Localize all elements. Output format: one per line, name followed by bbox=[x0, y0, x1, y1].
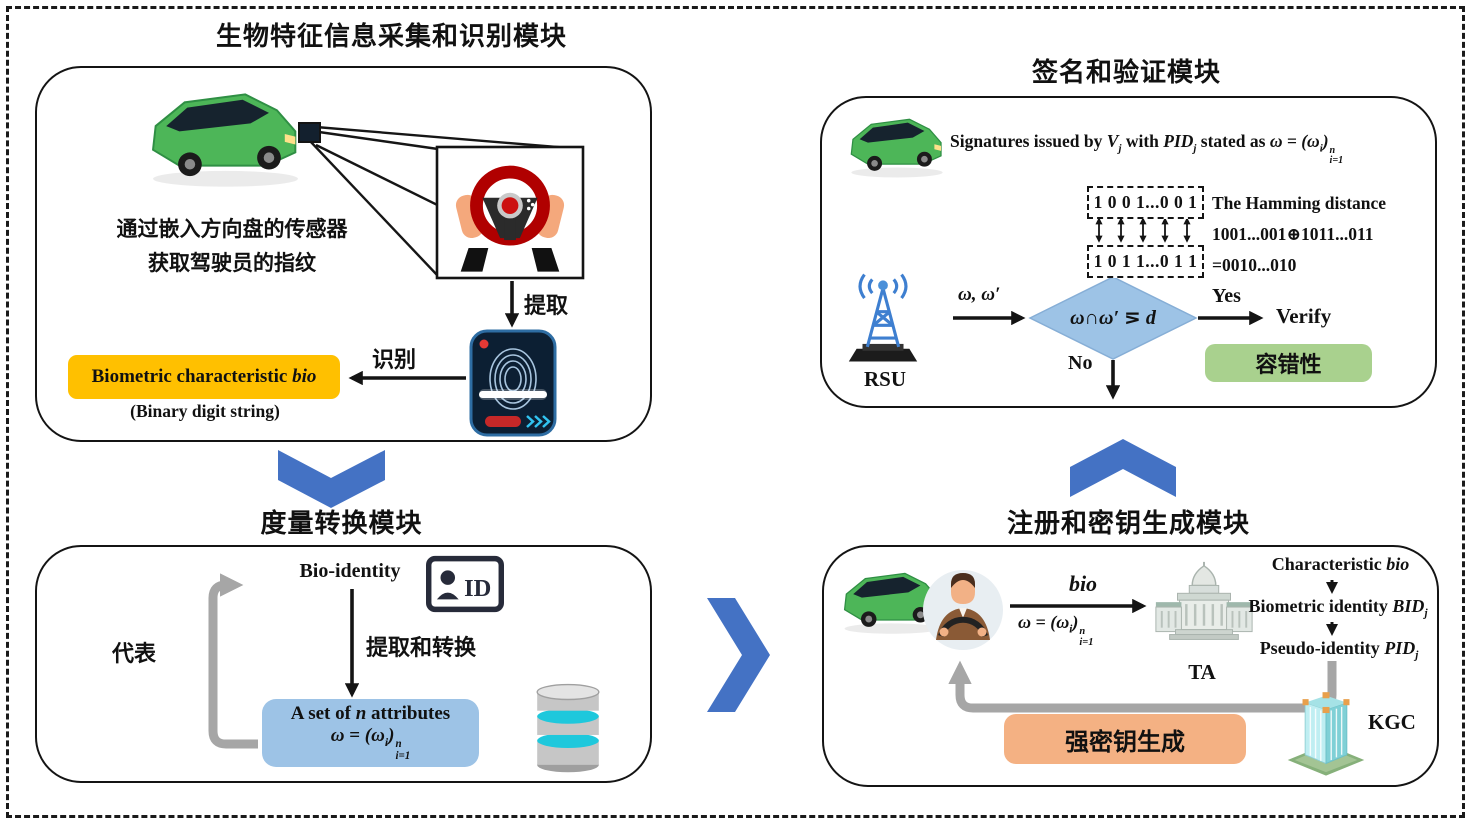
formula-lead: ω = (ω bbox=[1018, 612, 1070, 632]
attr-prefix: A set of bbox=[290, 703, 356, 725]
formula-sup-n: n bbox=[1329, 144, 1336, 156]
database-icon bbox=[536, 683, 600, 773]
formula-lead: ω = (ω bbox=[1269, 131, 1320, 151]
kgc-label: KGC bbox=[1368, 710, 1416, 734]
kgc-building-icon bbox=[1287, 692, 1365, 776]
hamming-line3: =0010...010 bbox=[1212, 255, 1297, 275]
biometric-characteristic-box: Biometric characteristic bio bbox=[68, 355, 340, 399]
formula-close: ) bbox=[1072, 612, 1079, 632]
diamond-condition-text: ω∩ω′ ⋝ d bbox=[1070, 307, 1156, 329]
hamming-line1: The Hamming distance bbox=[1212, 193, 1387, 213]
car-icon bbox=[850, 118, 943, 178]
extract-label: 提取 bbox=[524, 293, 569, 318]
binary-string-top: 1 0 0 1...0 0 1 bbox=[1087, 186, 1204, 219]
hamming-distance-text: The Hamming distance 1001...001⊕1011...0… bbox=[1212, 188, 1386, 281]
sensor-description-line2: 获取驾驶员的指纹 bbox=[148, 251, 316, 275]
formula-sup-n: n bbox=[395, 738, 402, 751]
fault-tolerance-box: 容错性 bbox=[1205, 344, 1372, 382]
strong-key-generation-box: 强密钥生成 bbox=[1004, 714, 1246, 764]
formula-sub-i: i bbox=[1069, 623, 1073, 636]
formula-sub-ieq: i=1 bbox=[1329, 155, 1344, 167]
formula-sup-n: n bbox=[1079, 625, 1086, 637]
represent-label: 代表 bbox=[112, 641, 157, 666]
sig-suffix: stated as bbox=[1196, 131, 1270, 151]
id-card-icon: ID bbox=[426, 555, 504, 613]
pid-math: PID bbox=[1384, 638, 1416, 658]
biometric-identity-label: Biometric identity BIDj bbox=[1228, 596, 1448, 620]
formula-sub-ieq: i=1 bbox=[395, 750, 411, 763]
ta-label: TA bbox=[1188, 660, 1216, 684]
attr-suffix: attributes bbox=[366, 703, 451, 725]
hamming-line2: 1001...001⊕1011...011 bbox=[1212, 224, 1374, 244]
attr-n: n bbox=[355, 703, 367, 725]
id-card-text: ID bbox=[464, 575, 491, 602]
verify-label: Verify bbox=[1276, 304, 1332, 328]
bid-math: BID bbox=[1392, 596, 1425, 616]
registration-module-title: 注册和密钥生成模块 bbox=[1006, 509, 1250, 538]
formula-sub-i: i bbox=[384, 736, 389, 750]
recognize-label: 识别 bbox=[372, 347, 417, 372]
formula-lead: ω = (ω bbox=[330, 725, 385, 747]
driver-icon bbox=[923, 570, 1003, 650]
rsu-tower-icon bbox=[848, 273, 918, 362]
car-icon bbox=[843, 572, 940, 634]
collection-module-title: 生物特征信息采集和识别模块 bbox=[215, 22, 567, 51]
char-prefix: Characteristic bbox=[1271, 554, 1387, 574]
signature-statement: Signatures issued by Vj with PIDj stated… bbox=[950, 131, 1343, 167]
sig-v-sub: j bbox=[1118, 142, 1122, 155]
sensor-description-line1: 通过嵌入方向盘的传感器 bbox=[116, 217, 348, 241]
extract-convert-label: 提取和转换 bbox=[366, 635, 477, 660]
rsu-label: RSU bbox=[863, 367, 906, 391]
pid-prefix: Pseudo-identity bbox=[1259, 638, 1385, 658]
sig-prefix: Signatures issued by bbox=[950, 131, 1107, 151]
bio-box-italic: bio bbox=[292, 366, 317, 387]
formula-sub-i: i bbox=[1319, 142, 1323, 155]
fingerprint-scanner-icon bbox=[469, 329, 557, 437]
omega-pair-label: ω, ω′ bbox=[958, 284, 1001, 305]
bid-sub: j bbox=[1424, 607, 1428, 620]
formula-sub-ieq: i=1 bbox=[1079, 636, 1094, 648]
pseudo-identity-label: Pseudo-identity PIDj bbox=[1234, 638, 1444, 662]
outer-dashed-border bbox=[6, 6, 1465, 818]
bid-prefix: Biometric identity bbox=[1248, 596, 1393, 616]
signature-module-title: 签名和验证模块 bbox=[1031, 58, 1221, 87]
bio-box-text: Biometric characteristic bbox=[91, 366, 293, 387]
pid-sub: j bbox=[1415, 649, 1419, 662]
ta-building-icon bbox=[1155, 561, 1253, 640]
sig-mid: with bbox=[1121, 131, 1164, 151]
sig-pid-sub: j bbox=[1193, 142, 1197, 155]
no-label: No bbox=[1068, 352, 1093, 374]
car-icon bbox=[151, 93, 298, 187]
sensor-description: 通过嵌入方向盘的传感器 获取驾驶员的指纹 bbox=[92, 212, 372, 280]
char-italic: bio bbox=[1386, 554, 1410, 574]
bio-arrow-label: bio bbox=[1068, 571, 1098, 596]
sig-v: V bbox=[1106, 131, 1119, 151]
sig-pid: PID bbox=[1163, 131, 1194, 151]
steering-wheel-icon bbox=[455, 165, 565, 272]
attribute-set-line1: A set of n attributes bbox=[291, 703, 450, 725]
binary-string-bottom: 1 0 1 1...0 1 1 bbox=[1087, 245, 1204, 278]
bio-identity-label: Bio-identity bbox=[299, 560, 401, 582]
biometric-characteristic-text: Biometric characteristic bio bbox=[92, 366, 317, 388]
binary-string-note: (Binary digit string) bbox=[130, 401, 280, 421]
formula-close: ) bbox=[388, 725, 395, 747]
characteristic-bio-label: Characteristic bio bbox=[1238, 554, 1443, 575]
formula-close: ) bbox=[1322, 131, 1329, 151]
metric-module-title: 度量转换模块 bbox=[260, 509, 423, 538]
yes-label: Yes bbox=[1212, 285, 1241, 307]
